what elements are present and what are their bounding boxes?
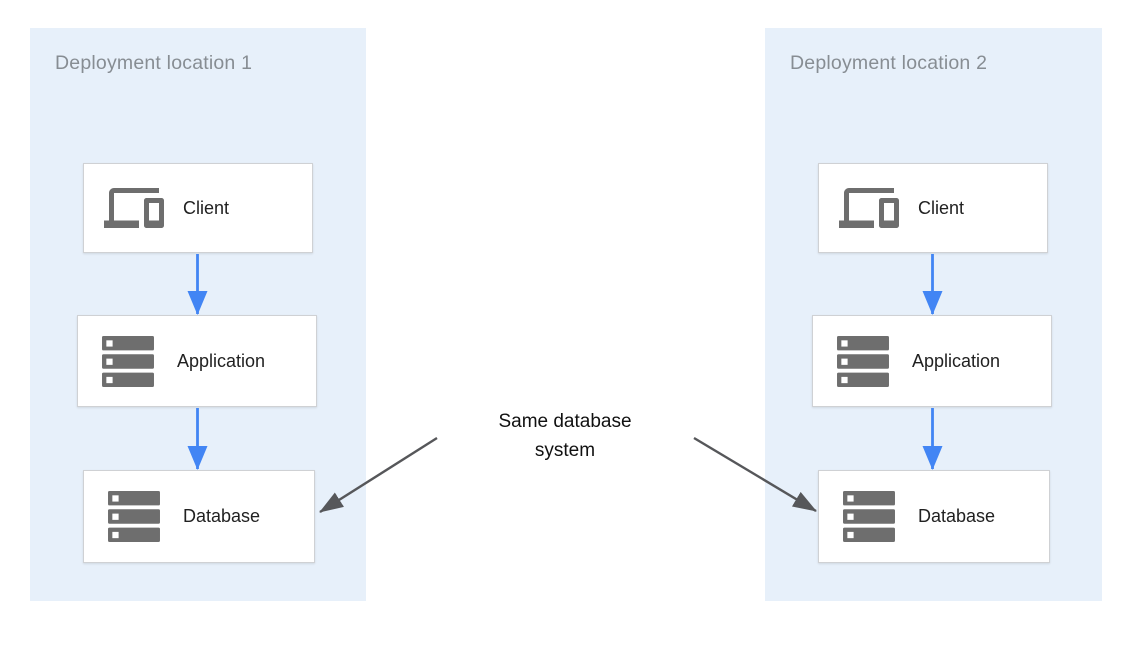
node-label: Application: [912, 350, 1001, 371]
panel-title: Deployment location 1: [55, 52, 253, 74]
node-label: Client: [183, 197, 230, 218]
database-node: Database: [83, 470, 315, 563]
node-label: Database: [183, 506, 261, 526]
server-stack-icon: [104, 491, 164, 542]
server-stack-icon: [98, 335, 158, 387]
node-label: Database: [918, 506, 996, 526]
server-stack-icon: [833, 335, 893, 387]
same-database-annotation: Same database system: [498, 411, 632, 461]
node-label: Client: [918, 197, 965, 218]
devices-icon: [104, 178, 164, 238]
application-node: Application: [812, 315, 1052, 407]
node-label: Application: [177, 350, 266, 371]
panel-title: Deployment location 2: [790, 52, 988, 74]
database-node: Database: [818, 470, 1050, 563]
deployment-location-1-panel: Deployment location 1 Client: [30, 28, 366, 601]
server-stack-icon: [839, 491, 899, 542]
deployment-location-2-panel: Deployment location 2 Client: [765, 28, 1102, 601]
devices-icon: [839, 178, 899, 238]
client-node: Client: [818, 163, 1048, 253]
application-node: Application: [77, 315, 317, 407]
client-node: Client: [83, 163, 313, 253]
